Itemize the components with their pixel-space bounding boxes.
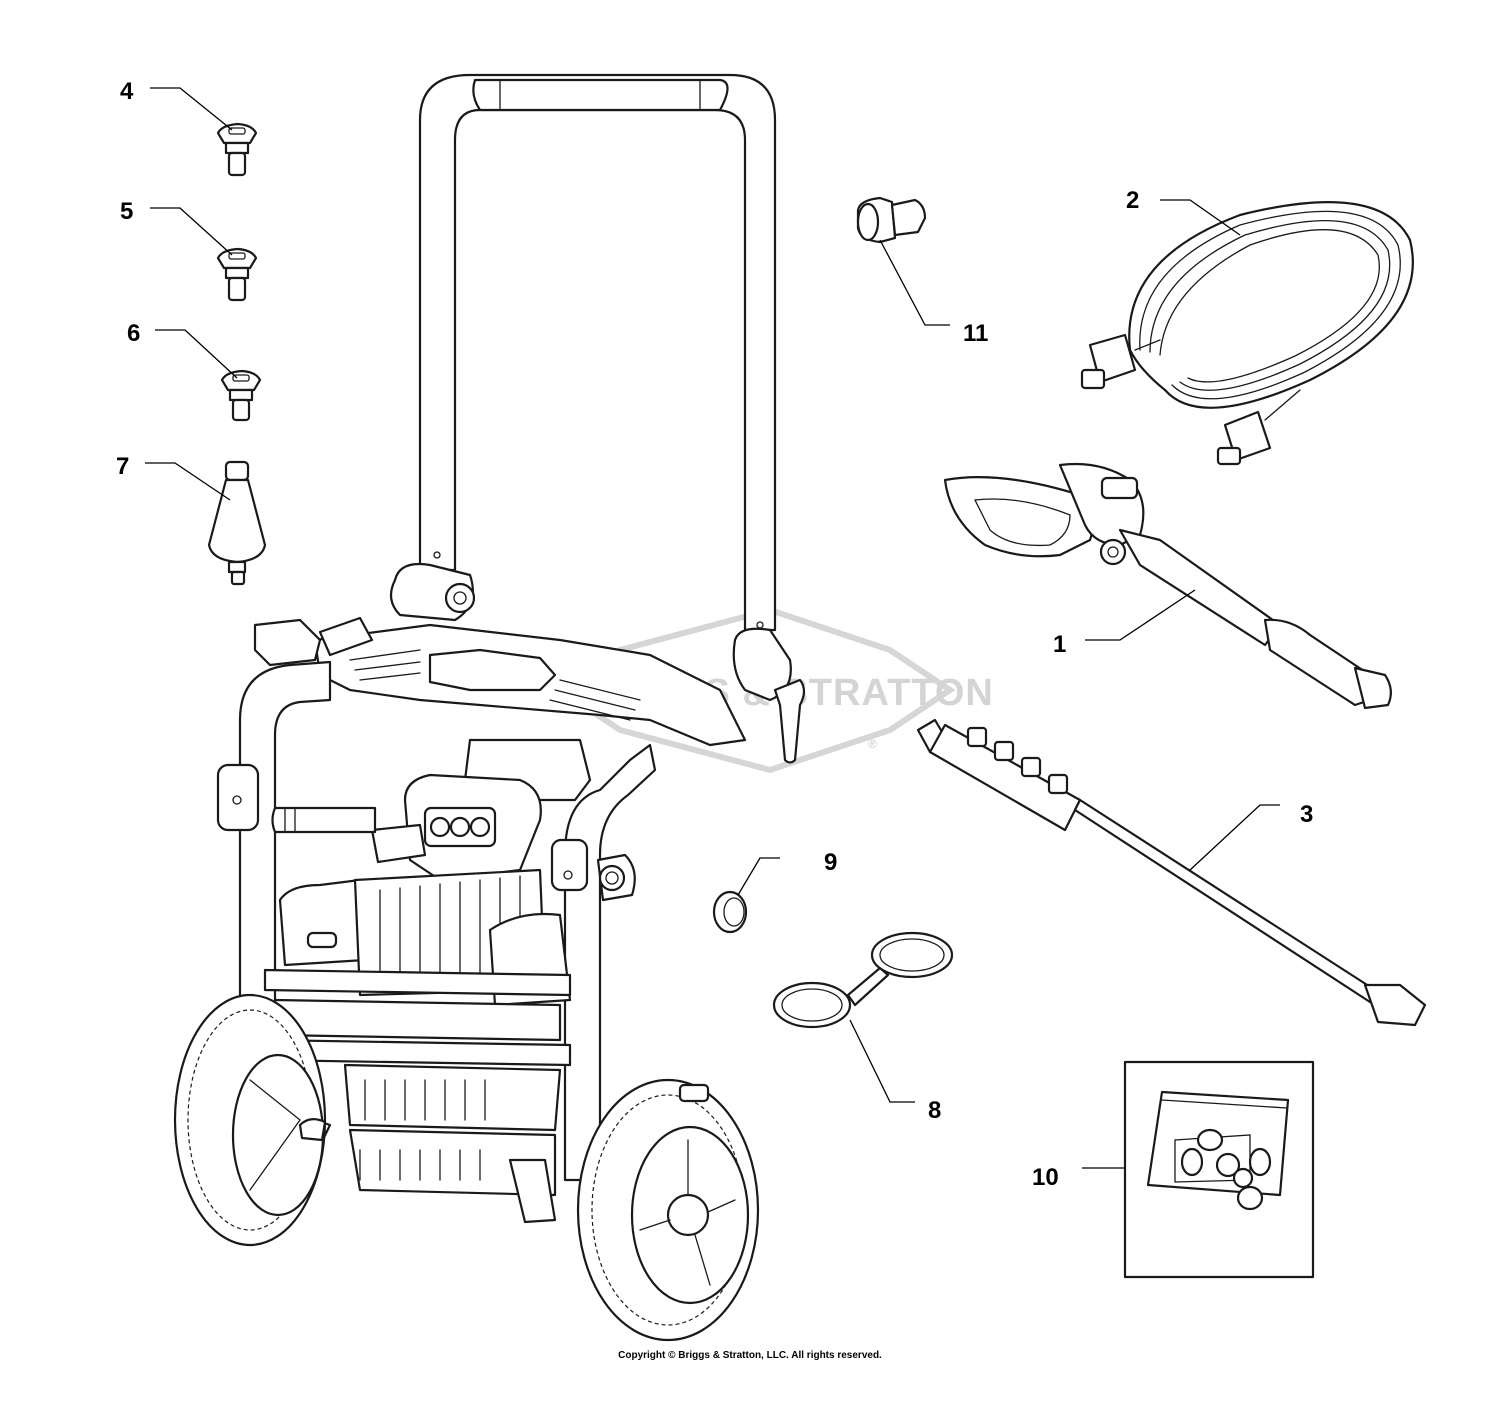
callout-9: 9	[824, 849, 837, 876]
caps-8	[772, 931, 954, 1029]
pressure-washer-unit	[173, 73, 806, 1342]
callout-6: 6	[127, 320, 140, 347]
registered-mark: ®	[868, 737, 877, 751]
callout-4: 4	[120, 78, 134, 105]
left-wheel	[173, 993, 327, 1247]
lance-3	[916, 718, 1427, 1027]
callout-2: 2	[1126, 187, 1139, 214]
spray-gun-1	[943, 462, 1392, 710]
callout-5: 5	[120, 198, 133, 225]
nozzle-tip-6	[220, 369, 262, 422]
callouts: 4 5 6 7 1 2 3 11 9 8 10	[116, 78, 1313, 1191]
copyright-notice: Copyright © Briggs & Stratton, LLC. All …	[618, 1350, 882, 1361]
o-ring-kit-10	[1123, 1060, 1315, 1279]
callout-10: 10	[1032, 1164, 1059, 1191]
nozzle-tip-4	[216, 122, 258, 177]
plug-9	[712, 890, 748, 934]
callout-11: 11	[963, 320, 988, 347]
base-grille	[364, 1079, 486, 1121]
lower-grille	[359, 1149, 481, 1181]
right-wheel	[576, 1078, 760, 1342]
turbo-nozzle-7	[207, 460, 267, 586]
nozzle-tip-5	[216, 247, 258, 302]
callout-3: 3	[1300, 801, 1313, 828]
adapter-11	[856, 196, 927, 244]
callout-8: 8	[928, 1097, 941, 1124]
leader-lines	[145, 87, 1280, 1169]
hose-2	[1080, 201, 1414, 466]
callout-7: 7	[116, 453, 129, 480]
callout-1: 1	[1053, 631, 1066, 658]
